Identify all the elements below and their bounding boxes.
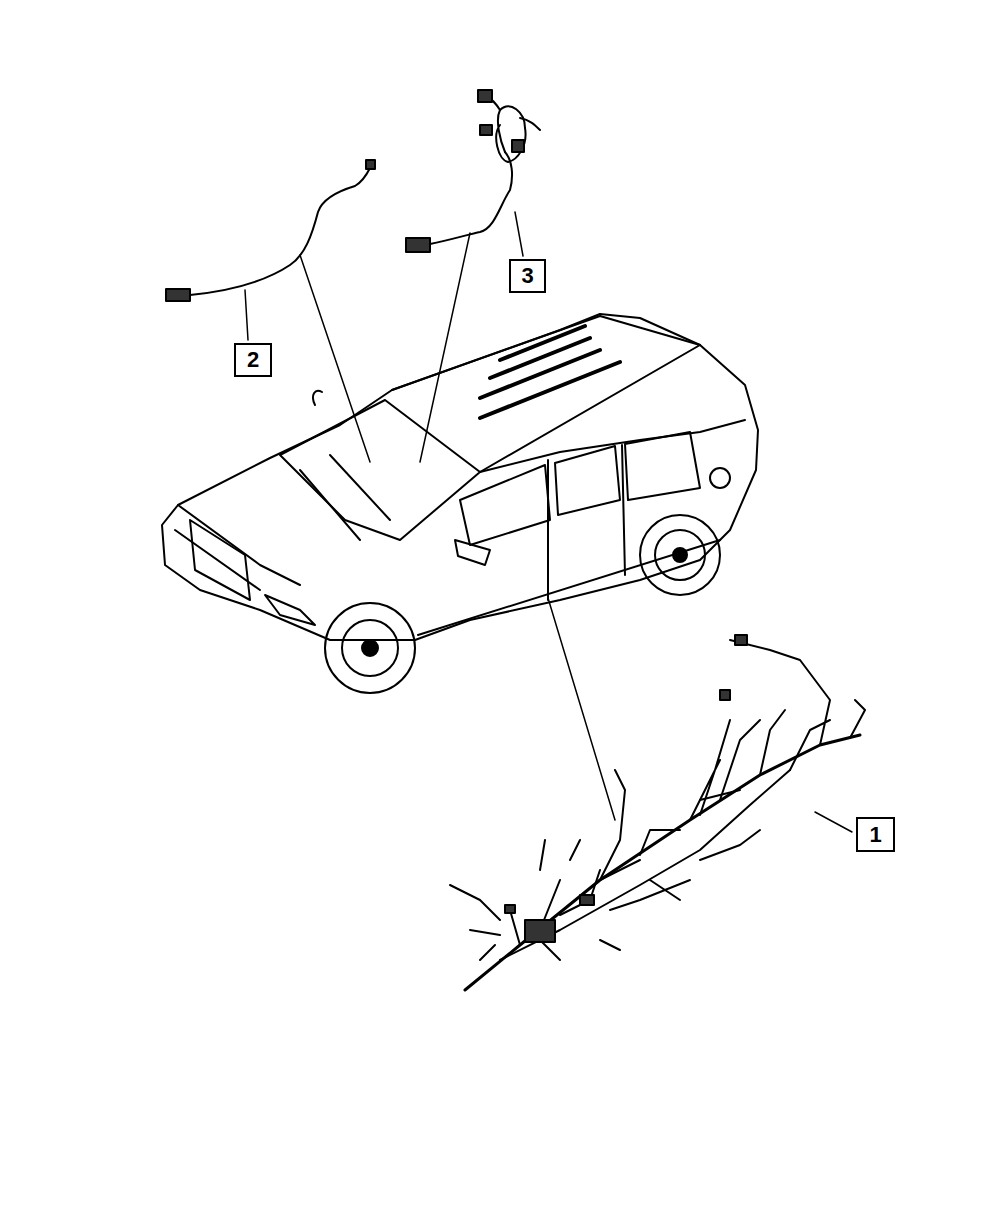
callout-box: 1 (856, 817, 895, 852)
harness-3 (406, 90, 540, 252)
leader-lines (245, 212, 852, 832)
callout-number: 1 (869, 824, 881, 846)
callout-number: 2 (247, 349, 259, 371)
harness-2 (166, 160, 375, 301)
callout-number: 3 (521, 265, 533, 287)
callout-box: 2 (234, 343, 272, 377)
vehicle-illustration (162, 314, 758, 693)
callout-box: 3 (509, 259, 546, 293)
harness-1 (450, 635, 865, 990)
